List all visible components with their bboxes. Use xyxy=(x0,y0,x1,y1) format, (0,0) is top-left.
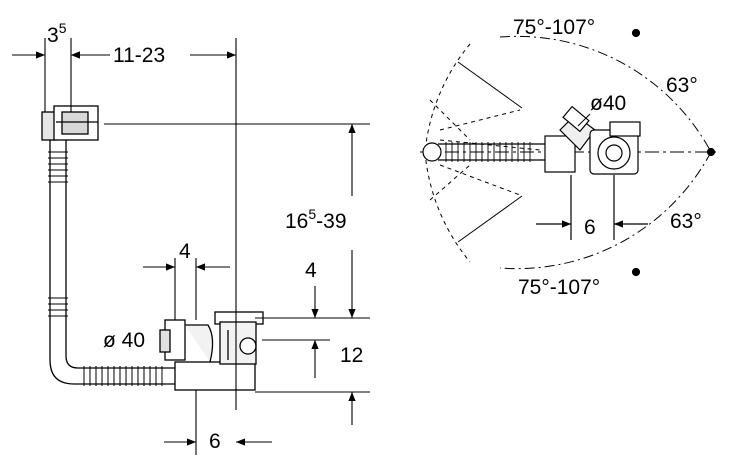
labels: 35 11-23 165-39 4 4 ø 40 12 6 75°-107° 6… xyxy=(47,16,702,453)
label-angle-bottom: 75°-107° xyxy=(518,276,600,299)
right-view xyxy=(420,28,718,277)
label-angle-top: 75°-107° xyxy=(513,16,595,39)
left-view xyxy=(41,105,264,391)
label-wall-offset: 35 xyxy=(47,20,67,47)
label-outlet-rise: 12 xyxy=(340,344,363,367)
right-fitting xyxy=(544,105,641,175)
label-step-b: 4 xyxy=(305,259,317,282)
outlet-body xyxy=(159,311,264,391)
overflow-head xyxy=(41,105,99,141)
label-pipe-dia-right: ø40 xyxy=(590,92,626,115)
label-angle-right-top: 63° xyxy=(666,74,698,97)
vertical-pipe xyxy=(48,140,175,385)
right-pipe xyxy=(422,142,545,162)
left-dimensions xyxy=(12,38,370,455)
label-reach: 11-23 xyxy=(113,44,165,67)
label-step-a: 4 xyxy=(179,240,191,263)
label-right-offset: 6 xyxy=(584,216,596,239)
label-height-range: 165-39 xyxy=(285,206,347,233)
label-bottom-offset: 6 xyxy=(209,430,221,453)
label-angle-right-bottom: 63° xyxy=(670,210,702,233)
label-pipe-dia-left: ø 40 xyxy=(103,329,145,352)
horizontal-pipe xyxy=(83,366,163,386)
